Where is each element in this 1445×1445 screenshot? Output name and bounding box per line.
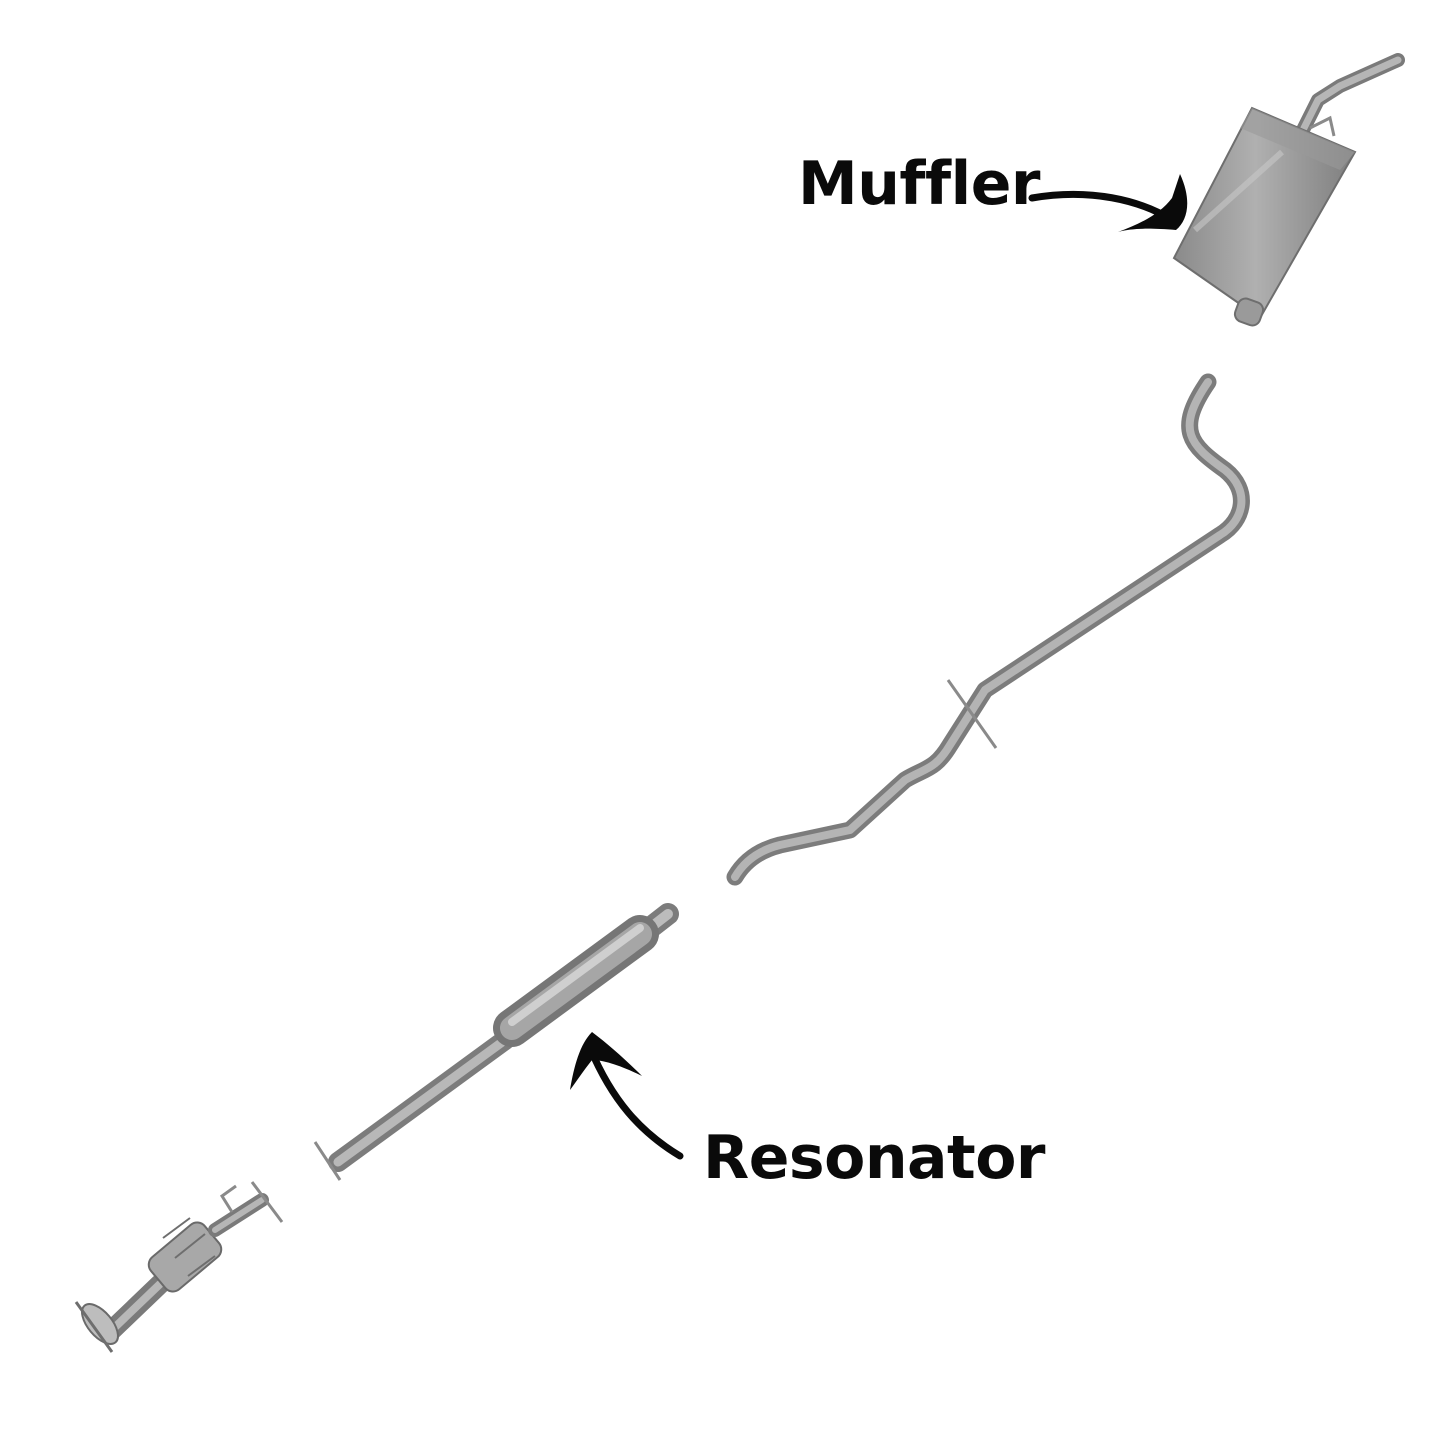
muffler-arrow xyxy=(1028,174,1188,232)
intermediate-pipe xyxy=(726,373,1250,886)
muffler-label: Muffler xyxy=(798,149,1040,219)
resonator-pipe xyxy=(313,903,679,1181)
pipe-hanger xyxy=(946,679,998,749)
front-pipe-catalytic-converter xyxy=(74,1181,284,1353)
resonator-label: Resonator xyxy=(703,1123,1046,1193)
muffler-canister xyxy=(1172,106,1357,327)
resonator-canister xyxy=(493,915,659,1047)
resonator-arrow xyxy=(570,1032,684,1160)
tailpipe xyxy=(1295,53,1405,139)
